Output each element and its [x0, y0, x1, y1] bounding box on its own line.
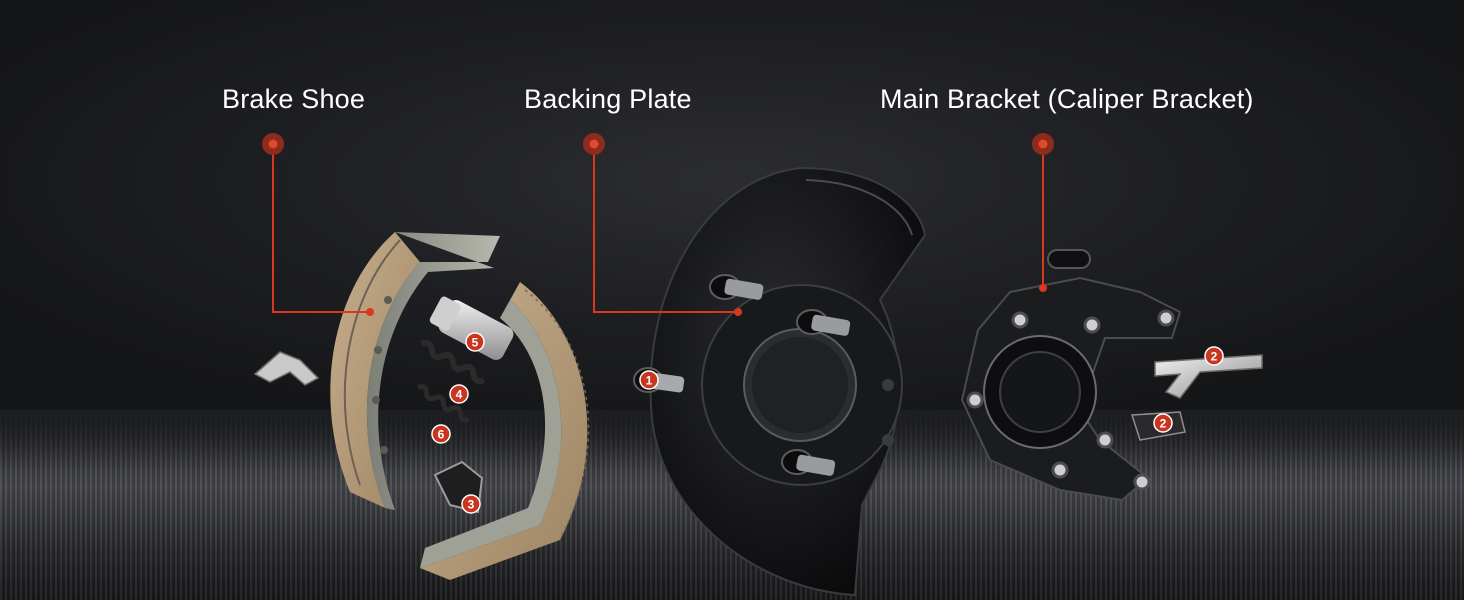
- marker-backing-plate: [583, 133, 742, 316]
- badge-2b-text: 2: [1160, 417, 1167, 431]
- badge-6: 6: [431, 424, 451, 444]
- badge-2a-text: 2: [1211, 350, 1218, 364]
- badge-5-text: 5: [472, 336, 479, 350]
- badge-6-text: 6: [438, 428, 445, 442]
- return-spring-6: [416, 383, 470, 423]
- main-bracket: [960, 249, 1182, 502]
- badge-5: 5: [465, 332, 485, 352]
- brake-shoe-left: [330, 232, 500, 510]
- badge-4-text: 4: [456, 388, 463, 402]
- label-brake-shoe: Brake Shoe: [222, 84, 366, 114]
- marker-brake-shoe: [262, 133, 374, 316]
- badge-3: 3: [461, 494, 481, 514]
- hold-down-clip: [253, 351, 320, 386]
- adjuster-screw: [429, 296, 514, 360]
- leader-line-backing-plate: [593, 144, 738, 313]
- marker-main-bracket: [1032, 133, 1054, 292]
- hardware-lever-2a: [1154, 354, 1263, 399]
- return-spring-4: [420, 339, 486, 385]
- badge-1-text: 1: [646, 374, 653, 388]
- leader-line-brake-shoe: [272, 144, 370, 313]
- backing-plate: [633, 166, 927, 597]
- label-main-bracket: Main Bracket (Caliper Bracket): [880, 84, 1254, 114]
- badge-2b: 2: [1153, 413, 1173, 433]
- badge-4: 4: [449, 384, 469, 404]
- badge-2a: 2: [1204, 346, 1224, 366]
- label-backing-plate: Backing Plate: [524, 84, 692, 114]
- badge-1: 1: [639, 370, 659, 390]
- badge-3-text: 3: [468, 498, 475, 512]
